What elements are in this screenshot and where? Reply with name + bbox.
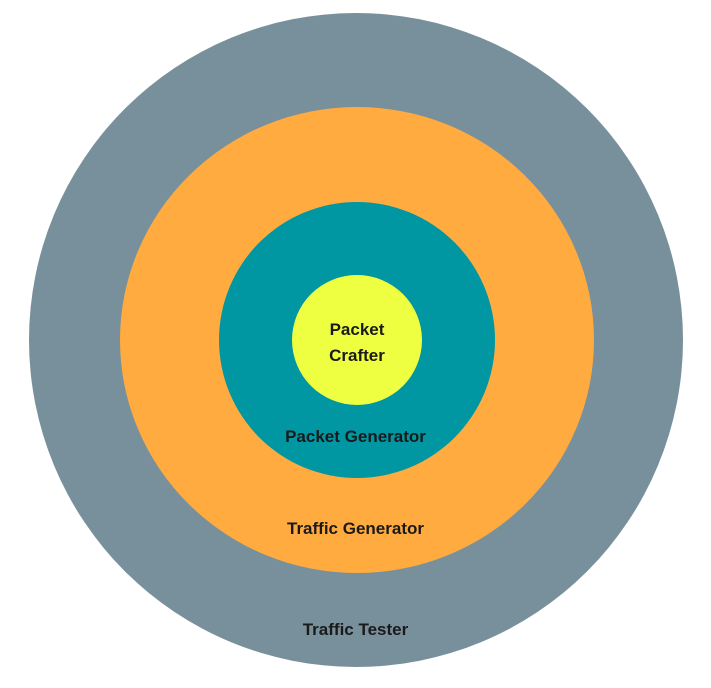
- circle-packet-crafter: [292, 275, 422, 405]
- label-traffic-generator: Traffic Generator: [287, 519, 424, 538]
- label-traffic-tester: Traffic Tester: [302, 620, 409, 639]
- label-packet-generator: Packet Generator: [285, 427, 426, 446]
- label-packet-crafter: Packet Crafter: [329, 320, 385, 365]
